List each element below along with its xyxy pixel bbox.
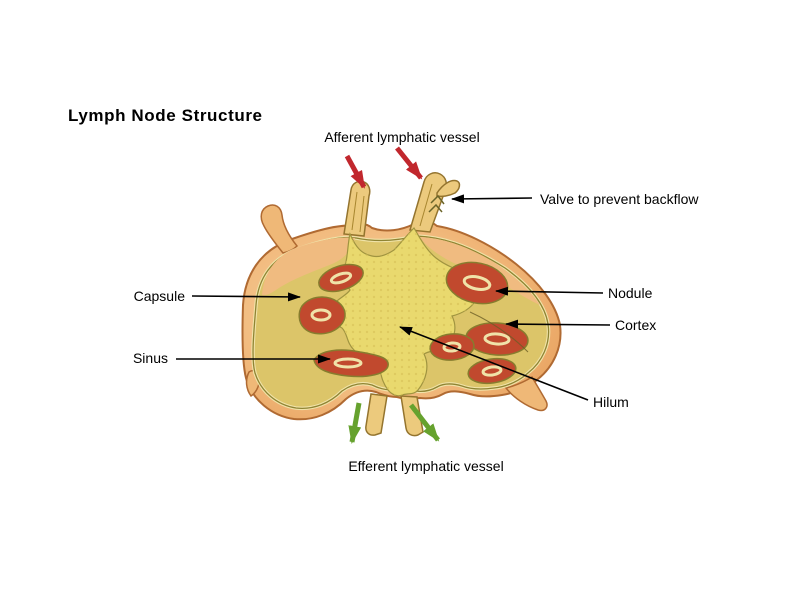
efferent-vessel-1 [365, 393, 388, 436]
afferent-vessel-1-stripe [351, 191, 365, 233]
lymph-node-illustration [241, 172, 562, 437]
afferent-flow-arrow-2 [395, 146, 423, 180]
paracortex-boundary [469, 311, 529, 353]
nodule-label: Nodule [608, 285, 653, 301]
cortex-outline [252, 235, 550, 409]
efferent-flow-arrow-2 [409, 403, 440, 442]
sinus-label: Sinus [133, 350, 168, 366]
capsule-shoulder-left [262, 237, 355, 296]
capsule-label: Capsule [134, 288, 186, 304]
pointer-lines [176, 194, 611, 401]
afferent-vessel-2 [409, 172, 448, 233]
flow-arrows [344, 146, 440, 444]
nodule-shape [467, 357, 517, 385]
nodule-shape [465, 322, 529, 356]
afferent-vessel-label: Afferent lymphatic vessel [324, 129, 479, 145]
cortex-label: Cortex [615, 317, 656, 333]
hilum-pointer-line [399, 326, 589, 401]
hilum-label: Hilum [593, 394, 629, 410]
nodule-pointer-line [495, 286, 604, 296]
page-title: Lymph Node Structure [68, 106, 263, 125]
valve-pointer-line [451, 194, 533, 204]
capsule-pointer-line [191, 292, 301, 302]
afferent-flow-arrow-1 [344, 154, 367, 189]
efferent-vessel-label: Efferent lymphatic vessel [348, 458, 503, 474]
nodule-shape [313, 349, 389, 378]
cortex-pointer-line [505, 319, 611, 329]
nodule-shape [318, 263, 364, 293]
efferent-flow-arrow-1 [348, 402, 362, 444]
afferent-vessel-2-branch [436, 179, 461, 198]
lower-right-vessel-stub [504, 375, 548, 412]
nodule-shape [298, 296, 346, 335]
valve-label: Valve to prevent backflow [540, 191, 699, 207]
valve-structure [428, 194, 445, 213]
efferent-vessel-2 [400, 395, 424, 437]
afferent-vessel-2-stripe [419, 183, 433, 227]
nodules [298, 261, 529, 385]
upper-left-vessel-stub [260, 204, 299, 254]
